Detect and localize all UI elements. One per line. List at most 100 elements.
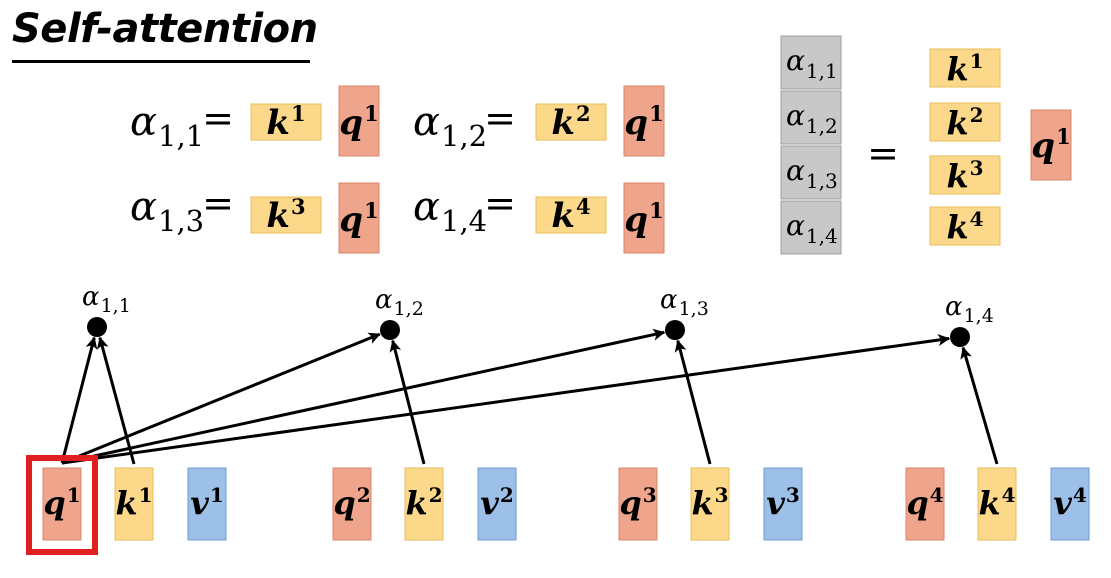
value-token-label: v3 (766, 483, 800, 522)
value-token-label-superscript: 3 (786, 483, 800, 507)
key-to-score-arrow (389, 339, 426, 465)
equation-alpha-label: α1,3 (130, 184, 204, 238)
query-token-label-superscript: 2 (357, 483, 371, 507)
key-vector-label-superscript: 2 (576, 101, 591, 126)
key-token-label-symbol: k (978, 484, 1000, 522)
query-vector-label-symbol: q (624, 103, 648, 143)
query-vector-label: q1 (624, 198, 663, 240)
value-token-box (763, 467, 803, 541)
value-token-label-superscript: 4 (1073, 483, 1087, 507)
key-vector-label-symbol: k (266, 196, 290, 236)
key-matrix-label-symbol: k (946, 104, 968, 142)
attention-score-label-symbol: α (375, 285, 393, 315)
value-token-label-superscript: 2 (500, 483, 514, 507)
alpha-matrix-label-subscript: 1,3 (806, 169, 838, 193)
value-token-label-symbol: v (480, 484, 499, 522)
key-token-label: k1 (115, 483, 152, 522)
equation-alpha-label: α1,1 (130, 99, 204, 153)
key-token-label-superscript: 3 (715, 483, 729, 507)
equation-alpha-label-symbol: α (130, 184, 157, 230)
key-vector-box (535, 196, 607, 234)
query-vector-label-superscript: 1 (649, 198, 664, 223)
query-token-box (42, 467, 82, 541)
equals-sign: = (484, 96, 516, 140)
value-token-box (1050, 467, 1090, 541)
key-token-label-symbol: k (691, 484, 713, 522)
key-matrix-cell (929, 102, 1001, 142)
key-matrix-label: k3 (946, 156, 983, 195)
key-token-label: k4 (978, 483, 1015, 522)
key-matrix-label-symbol: k (946, 157, 968, 195)
key-vector-label-symbol: k (266, 103, 290, 143)
matrix-equals-sign: = (867, 131, 899, 175)
key-matrix-cell (929, 155, 1001, 195)
query-vector-label-superscript: 1 (649, 101, 664, 126)
equation-alpha-label-subscript: 1,1 (158, 119, 204, 153)
key-to-score-arrow (674, 339, 712, 465)
key-matrix-label-symbol: k (946, 50, 968, 88)
key-matrix-label: k2 (946, 103, 983, 142)
query-to-score-arrow (61, 328, 666, 465)
value-token-label: v4 (1053, 483, 1087, 522)
key-token-label-superscript: 1 (139, 483, 153, 507)
query-token-label: q2 (333, 483, 370, 522)
equals-sign: = (202, 96, 234, 140)
value-token-box (187, 467, 227, 541)
key-matrix-cell (929, 206, 1001, 246)
alpha-matrix-cell (780, 90, 842, 145)
query-matrix-box (1030, 109, 1072, 181)
key-matrix-label-superscript: 2 (970, 103, 984, 127)
query-vector-box (623, 85, 665, 157)
attention-score-label: α1,4 (945, 292, 994, 327)
query-matrix-label-symbol: q (1031, 126, 1055, 166)
key-matrix-cell (929, 48, 1001, 88)
query-vector-label: q1 (624, 101, 663, 143)
alpha-matrix-cell (780, 145, 842, 200)
equals-sign: = (484, 181, 516, 225)
alpha-matrix-label-symbol: α (786, 44, 805, 77)
query-matrix-label-superscript: 1 (1056, 124, 1071, 149)
query-token-box (332, 467, 372, 541)
query-vector-label-symbol: q (339, 200, 363, 240)
key-vector-label-symbol: k (551, 196, 575, 236)
key-token-label-superscript: 2 (429, 483, 443, 507)
attention-score-node (87, 317, 107, 337)
key-vector-label-superscript: 1 (291, 101, 306, 126)
equation-alpha-label-symbol: α (130, 99, 157, 145)
query-vector-label: q1 (339, 198, 378, 240)
attention-score-label-subscript: 1,3 (679, 298, 709, 320)
query-token-label-symbol: q (619, 484, 641, 522)
alpha-matrix-label-subscript: 1,1 (806, 59, 838, 83)
key-vector-label: k1 (266, 101, 305, 143)
key-vector-label-superscript: 3 (291, 194, 306, 219)
key-token-label-symbol: k (115, 484, 137, 522)
value-token-label: v1 (190, 483, 224, 522)
key-token-box (404, 467, 444, 541)
alpha-matrix-label: α1,4 (786, 209, 838, 248)
query-vector-label-superscript: 1 (364, 198, 379, 223)
attention-score-label: α1,1 (82, 282, 131, 317)
query-vector-box (623, 182, 665, 254)
key-matrix-label-superscript: 3 (970, 156, 984, 180)
query-token-label-superscript: 1 (67, 483, 81, 507)
query-vector-box (338, 85, 380, 157)
attention-score-node (665, 320, 685, 340)
alpha-matrix-label-subscript: 1,4 (806, 224, 838, 248)
query-matrix-label: q1 (1031, 124, 1070, 166)
attention-score-label: α1,2 (375, 285, 424, 320)
attention-score-label-subscript: 1,4 (964, 305, 994, 327)
alpha-matrix-label: α1,1 (786, 44, 838, 83)
key-vector-label-symbol: k (551, 103, 575, 143)
query-token-box (905, 467, 945, 541)
key-vector-label: k3 (266, 194, 305, 236)
